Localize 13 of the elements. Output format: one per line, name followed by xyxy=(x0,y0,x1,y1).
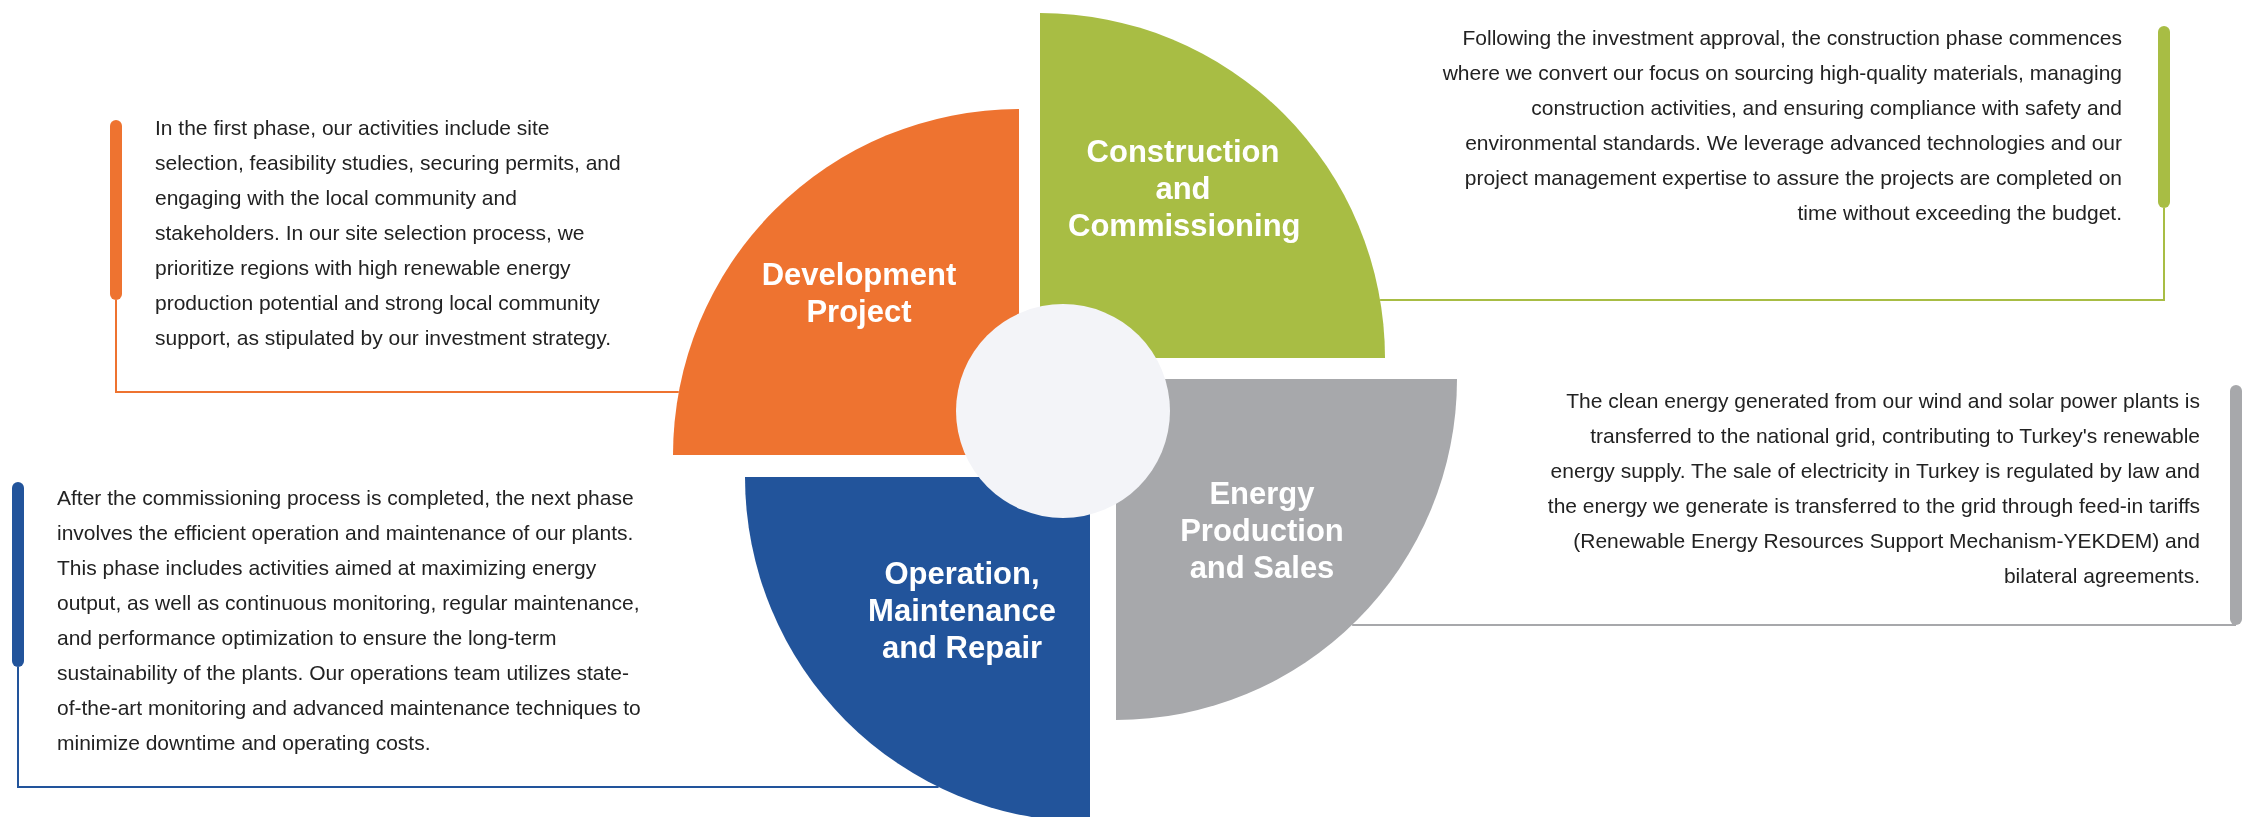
leader-line xyxy=(1351,624,2237,626)
description-text: After the commissioning process is completed, the next phase involves the efficient operation and maintenance of our plants. This phase includes activities aimed at maximizing energy output, as well as continuous monitoring, regular maintenance, and performance optimization to ensure the long-term sustainability of the plants. Our operations team utilizes state-of-the-art monitoring and advanced maintenance techniques to minimize downtime and operating costs. xyxy=(57,485,642,756)
phase-title: Construction and Commissioning xyxy=(1068,132,1298,244)
leader-line xyxy=(115,299,680,393)
leader-line xyxy=(1379,207,2165,301)
description-text: The clean energy generated from our wind and solar power plants is transferred to the national grid, contributing to Turkey's renewable energy supply. The sale of electricity in Turkey is regulated by law and the energy we generate is transferred to the grid through feed-in tariffs (Renewable Energy Resources Support Mechanism-YEKDEM) and bilateral agreements. xyxy=(1546,388,2200,589)
phase-title: Operation, Maintenance and Repair xyxy=(867,554,1057,666)
description-text: In the first phase, our activities include site selection, feasibility studies, securing permits, and engaging with the local community and stakeholders. In our site selection process, we prioritize regions with high renewable energy production potential and strong local community support, as stipulated by our investment strategy. xyxy=(155,115,622,351)
quadrant-segment xyxy=(745,477,1090,817)
phase-title: Energy Production and Sales xyxy=(1179,474,1345,586)
leader-line xyxy=(17,666,940,788)
description-text: Following the investment approval, the construction phase commences where we convert our focus on sourcing high-quality materials, managing construction activities, and ensuring compliance with safety and environmental standards. We leverage advanced technologies and our project management expertise to assure the projects are completed on time without exceeding the budget. xyxy=(1441,25,2122,226)
phase-title: Development Project xyxy=(760,256,958,330)
